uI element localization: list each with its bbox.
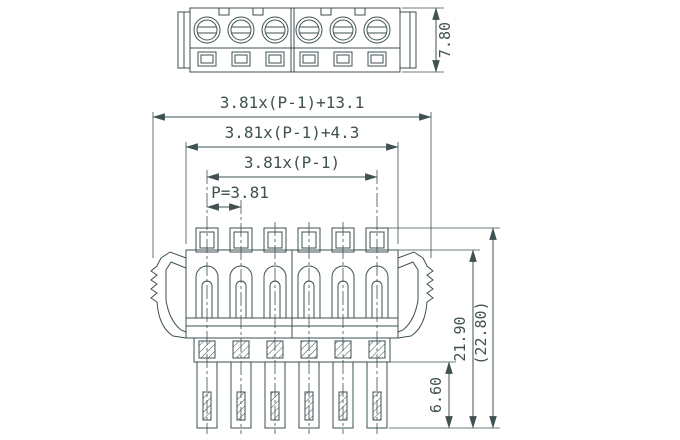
top-view <box>177 7 417 73</box>
solder-pins <box>196 361 388 429</box>
dim-label-top-height: 7.80 <box>436 22 454 58</box>
housing-body <box>185 249 399 339</box>
dim-label-pin-length: 6.60 <box>427 377 445 413</box>
screw-terminals <box>193 16 391 44</box>
dim-pitch: P=3.81 <box>206 183 269 211</box>
dim-label-pitch: P=3.81 <box>211 183 269 202</box>
dim-overall-height: (22.80) <box>388 227 500 429</box>
dim-pin-length: 6.60 <box>389 361 500 429</box>
dim-label-overall-width: 3.81x(P-1)+13.1 <box>220 93 365 112</box>
dim-label-flange-width: 3.81x(P-1)+4.3 <box>225 123 360 142</box>
dim-top-view-height: 7.80 <box>402 7 454 73</box>
dim-flange-width: 3.81x(P-1)+4.3 <box>185 123 399 244</box>
wire-entries <box>197 51 387 67</box>
terminal-tops <box>195 227 389 253</box>
dim-label-overall-height: (22.80) <box>472 301 490 364</box>
dim-label-pin-span: 3.81x(P-1) <box>244 153 340 172</box>
dim-label-body-height: 21.90 <box>451 316 469 361</box>
dim-overall-width: 3.81x(P-1)+13.1 <box>152 93 432 258</box>
lower-band <box>193 337 391 363</box>
front-view <box>150 170 434 434</box>
dim-body-height: 21.90 <box>398 249 480 429</box>
left-latch <box>150 251 187 339</box>
dim-pin-span: 3.81x(P-1) <box>206 153 378 181</box>
right-latch <box>397 251 434 339</box>
